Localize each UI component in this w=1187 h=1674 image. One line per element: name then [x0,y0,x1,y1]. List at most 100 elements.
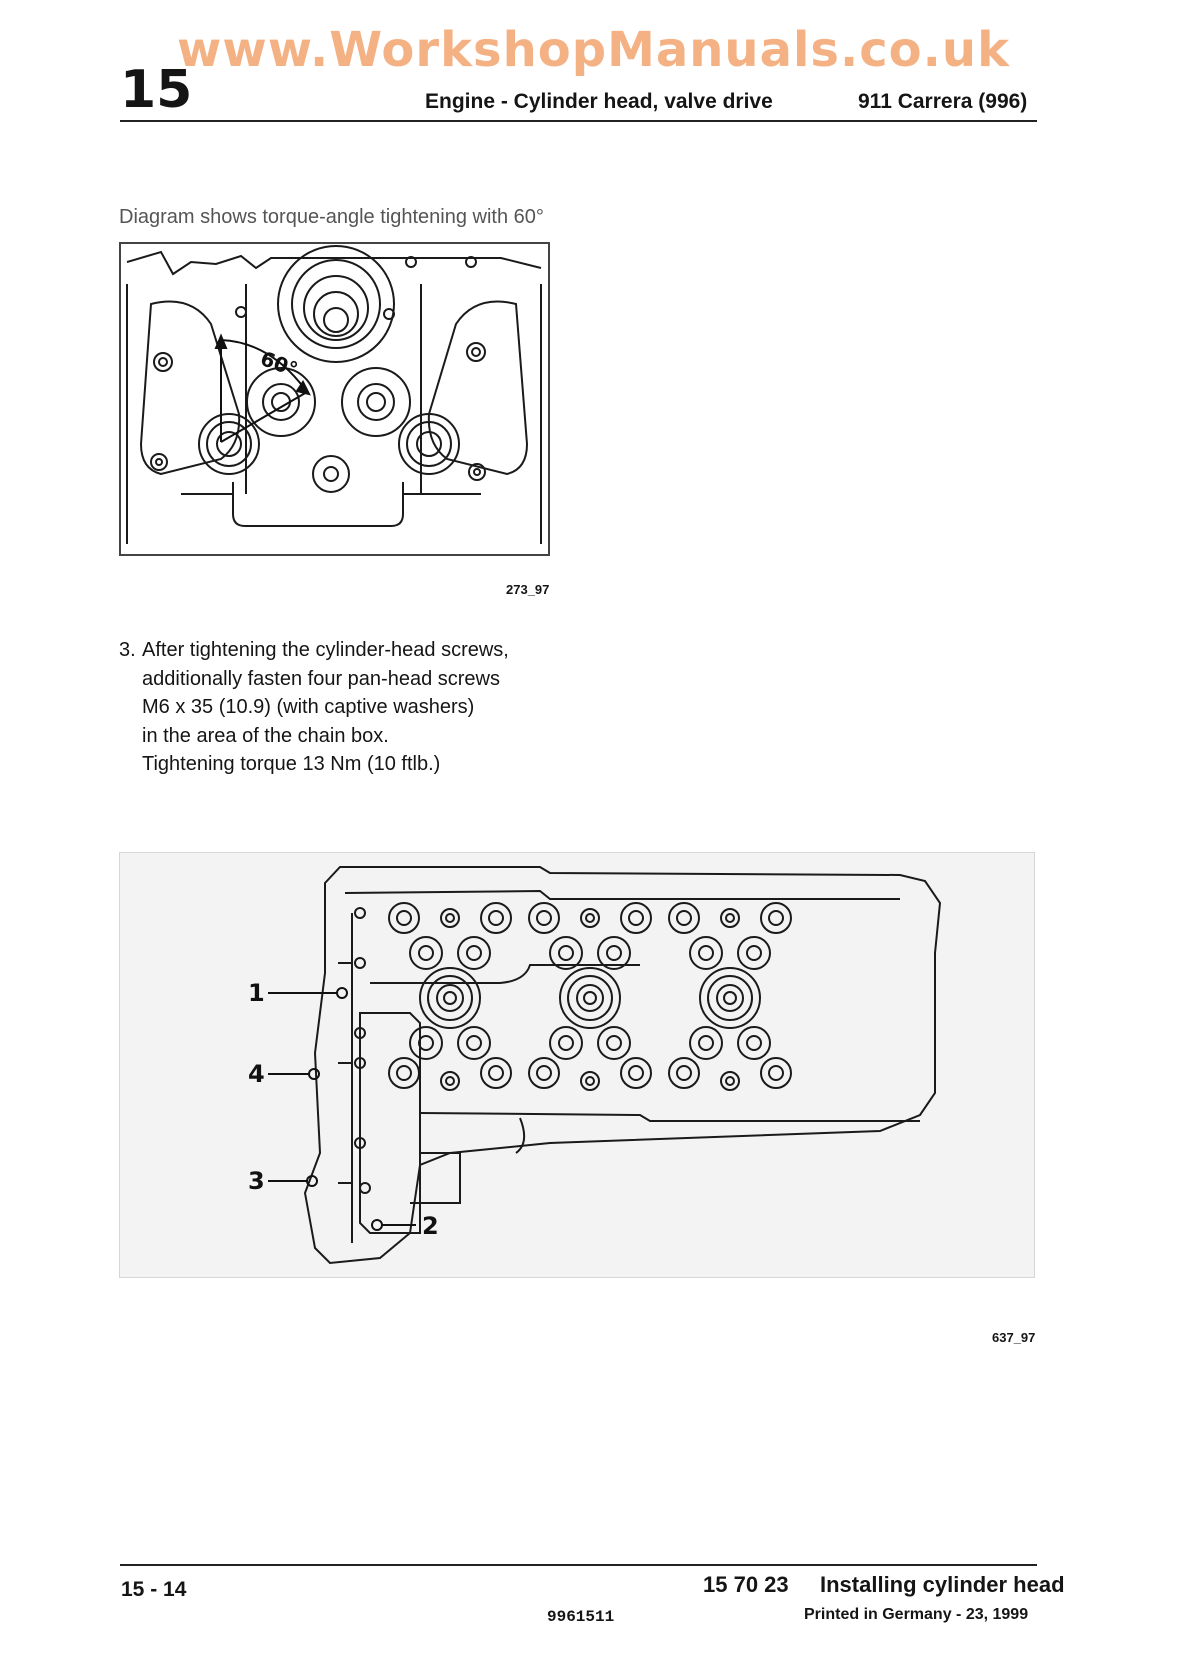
step-line: Tightening torque 13 Nm (10 ftlb.) [142,753,441,775]
figure-caption: Diagram shows torque-angle tightening wi… [119,206,544,228]
head-bore [698,945,714,961]
head-bore [528,902,560,934]
head-bore [466,945,482,961]
head-bore [737,936,771,970]
head-bore [620,1057,652,1089]
head-bore [737,1026,771,1060]
step-line: After tightening the cylinder-head screw… [142,639,509,661]
head-bore [536,1065,552,1081]
angle-label: 60° [257,346,301,381]
head-bore [597,936,631,970]
head-bore [668,1057,700,1089]
print-info: Printed in Germany - 23, 1999 [804,1606,1029,1623]
head-bore [396,1065,412,1081]
chapter-number: 15 [120,60,193,120]
head-bore [746,945,762,961]
head-bore [359,1182,371,1194]
part-number: 9961511 [547,1608,615,1626]
head-bore [585,1076,595,1086]
head-bore [720,908,740,928]
callout-1: 1 [248,979,265,1007]
head-bore [549,936,583,970]
torque-angle-diagram: 60° [119,242,550,556]
head-bore [443,991,457,1005]
head-bore [580,908,600,928]
head-bore [457,1026,491,1060]
head-bore [528,1057,560,1089]
figure-number: 273_97 [506,582,550,597]
procedure-title: Installing cylinder head [820,1572,1065,1597]
head-bore [768,910,784,926]
head-bore [480,902,512,934]
head-bore [567,975,613,1021]
callout-4: 4 [248,1060,265,1088]
procedure-code: 15 70 23 [703,1572,789,1597]
head-bore [440,1071,460,1091]
footer-rule [120,1564,1037,1566]
head-bore [698,1035,714,1051]
step-line: additionally fasten four pan-head screws [142,667,500,690]
callout-2: 2 [422,1212,439,1240]
head-bore [689,1026,723,1060]
callout-3: 3 [248,1167,265,1195]
head-bore [388,1057,420,1089]
head-bore [620,902,652,934]
head-bore [488,1065,504,1081]
head-bore [419,967,481,1029]
head-bore [418,1035,434,1051]
head-bore [720,1071,740,1091]
head-bore [725,1076,735,1086]
head-bore [457,936,491,970]
head-bore [585,913,595,923]
head-bore [354,1027,366,1039]
step-number: 3. [119,639,136,661]
head-bore [689,936,723,970]
head-bore [436,984,464,1012]
head-bore [725,913,735,923]
head-bore [583,991,597,1005]
head-bore [606,1035,622,1051]
cylinder-head-drawing: 1 4 3 2 [248,866,942,1265]
head-bore [559,967,621,1029]
head-bore [354,907,366,919]
head-bore [628,910,644,926]
head-bore [418,945,434,961]
cylinder-head-diagram: 1 4 3 2 [119,852,1035,1278]
step-line: in the area of the chain box. [142,724,389,747]
head-bore [409,1026,443,1060]
head-bore [536,910,552,926]
head-bore [576,984,604,1012]
head-bore [716,984,744,1012]
head-bore [580,1071,600,1091]
torque-angle-drawing: 60° [126,245,542,544]
head-bore [488,910,504,926]
head-bore [440,908,460,928]
head-bore [760,902,792,934]
section-title: Engine - Cylinder head, valve drive [425,90,773,113]
head-bore [668,902,700,934]
head-bore [558,1035,574,1051]
head-bore [549,1026,583,1060]
header-rule [120,120,1037,122]
head-bore [699,967,761,1029]
step-line: M6 x 35 (10.9) (with captive washers) [142,696,475,718]
head-bore [445,1076,455,1086]
figure-number-2: 637_97 [992,1330,1036,1345]
watermark: www.WorkshopManuals.co.uk [177,22,1010,78]
head-bore [676,1065,692,1081]
head-bore [445,913,455,923]
head-bore [597,1026,631,1060]
head-bore [354,1057,366,1069]
head-bore [558,945,574,961]
head-bore [388,902,420,934]
head-bore [760,1057,792,1089]
head-bore [466,1035,482,1051]
head-bore [746,1035,762,1051]
head-bore [396,910,412,926]
head-bore [480,1057,512,1089]
head-bore [354,957,366,969]
head-bore [707,975,753,1021]
head-bore [606,945,622,961]
head-bore [768,1065,784,1081]
head-bore [723,991,737,1005]
